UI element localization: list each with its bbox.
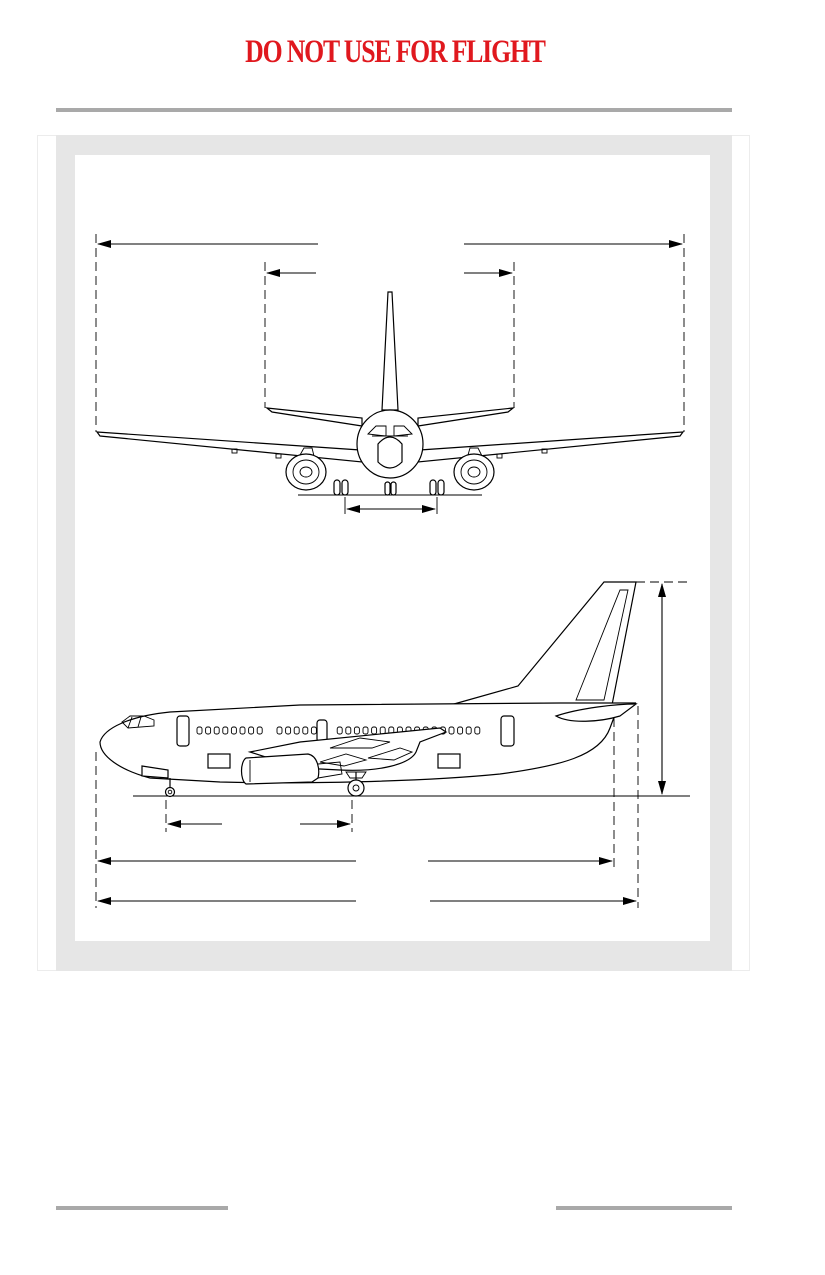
vertical-fin-front — [381, 291, 399, 411]
cabin-window — [293, 726, 300, 735]
cabin-window — [302, 726, 309, 735]
stabilizer-span-dimension — [264, 262, 515, 408]
wing-right-front — [417, 431, 685, 463]
side-view — [95, 581, 690, 908]
engine-left-front — [285, 447, 327, 491]
cabin-window — [448, 726, 455, 735]
cabin-window — [222, 726, 229, 735]
cabin-window — [213, 726, 220, 735]
cabin-window — [457, 726, 464, 735]
vertical-tail-side — [453, 581, 637, 706]
engine-right-front — [453, 447, 495, 491]
cabin-window — [239, 726, 246, 735]
cabin-window — [310, 726, 317, 735]
wheelbase-dimension — [165, 800, 353, 832]
nose-gear-side — [141, 765, 176, 798]
main-gear-side — [345, 771, 367, 797]
cabin-window — [285, 726, 292, 735]
cabin-window — [248, 726, 255, 735]
footer-rule-right — [556, 1206, 732, 1210]
cabin-window — [196, 726, 203, 735]
cabin-window — [256, 726, 263, 735]
cabin-window — [465, 726, 472, 735]
fuselage-length-dimension — [95, 718, 615, 908]
wheel-track-dimension — [344, 497, 438, 514]
cabin-window — [276, 726, 283, 735]
engine-side — [240, 753, 343, 785]
cabin-window — [353, 726, 360, 735]
cabin-window — [345, 726, 352, 735]
footer-rule-left — [56, 1206, 228, 1210]
wing-left-front — [95, 431, 363, 463]
wingspan-dimension — [95, 234, 685, 432]
horizontal-stabilizer-front — [265, 407, 363, 427]
cabin-window — [230, 726, 237, 735]
cabin-window — [474, 726, 481, 735]
header-rule — [56, 108, 732, 112]
cabin-window — [205, 726, 212, 735]
drawing-area — [75, 155, 710, 941]
front-view — [95, 234, 685, 514]
overall-length-dimension — [97, 706, 639, 908]
cabin-window — [362, 726, 369, 735]
warning-title: DO NOT USE FOR FLIGHT — [245, 34, 546, 70]
cabin-window — [336, 726, 343, 735]
height-dimension — [636, 581, 690, 795]
landing-gear-front — [298, 479, 482, 496]
